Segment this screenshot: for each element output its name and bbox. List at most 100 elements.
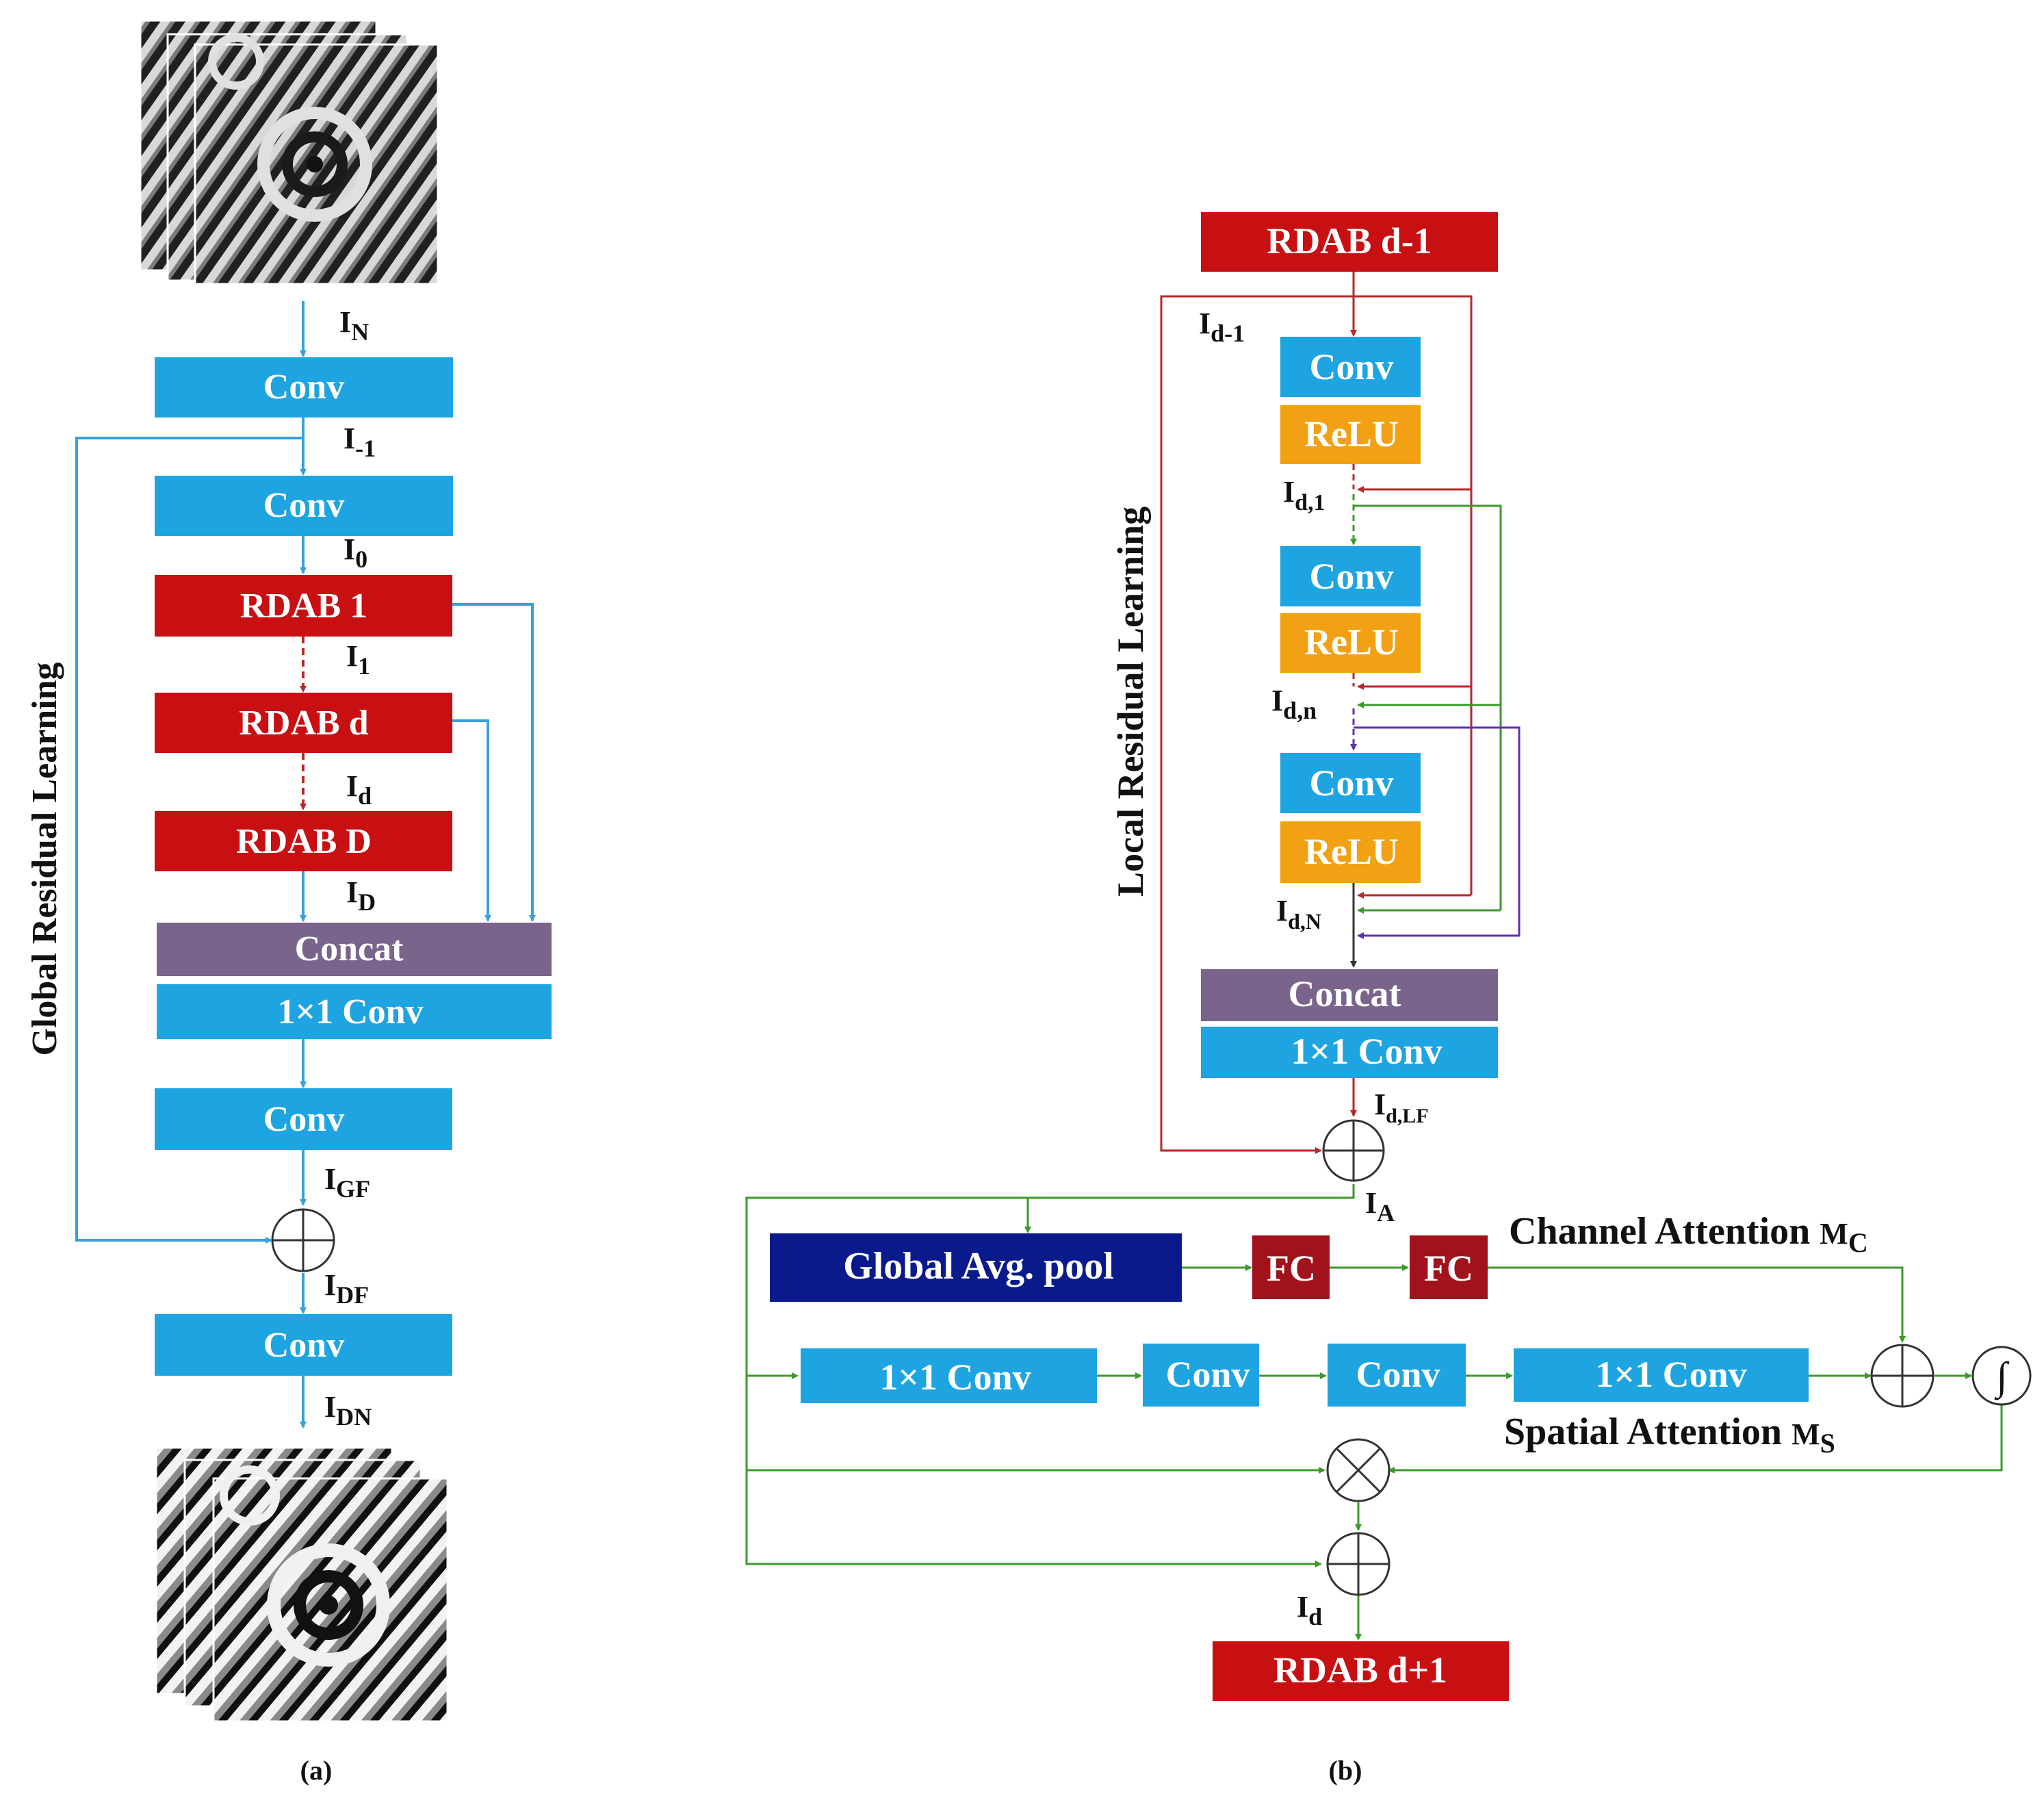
conv3-label: Conv bbox=[263, 1100, 344, 1139]
local-residual-learning-label: Local Residual Learning bbox=[1110, 506, 1151, 897]
relu-b-label: ReLU bbox=[1304, 621, 1399, 663]
panel-b-purple-connectors bbox=[1350, 708, 1521, 939]
attention-add-icon bbox=[1870, 1344, 1935, 1408]
signal-ia: IA bbox=[1365, 1186, 1395, 1227]
signal-id: Id bbox=[346, 769, 372, 810]
input-fringe-center-dot bbox=[307, 156, 323, 172]
multiply-icon bbox=[1326, 1438, 1390, 1502]
output-fringe-center-ring-inner bbox=[294, 1570, 363, 1640]
global-sum-icon bbox=[271, 1208, 335, 1272]
arrow-rdab1-to-concat bbox=[452, 603, 536, 922]
signal-dN: Id,N bbox=[1276, 894, 1321, 934]
local-concat-label: Concat bbox=[1289, 973, 1401, 1014]
arrow-global-skip bbox=[75, 437, 303, 1244]
conv1-label: Conv bbox=[263, 368, 344, 407]
rdab1-block: RDAB 1 bbox=[155, 575, 452, 637]
conv-a-block: Conv bbox=[1280, 337, 1421, 397]
signal-i1: I1 bbox=[346, 639, 370, 680]
conv1-block: Conv bbox=[155, 357, 453, 418]
relu-b-block: ReLU bbox=[1280, 613, 1421, 673]
input-fringe-image-stack bbox=[139, 19, 439, 285]
conv2-label: Conv bbox=[263, 486, 344, 525]
panel-b-caption: (b) bbox=[1329, 1755, 1362, 1786]
signal-gf: IGF bbox=[324, 1162, 370, 1203]
global-avg-pool-label: Global Avg. pool bbox=[843, 1245, 1114, 1287]
output-fringe-top-ring bbox=[220, 1465, 280, 1526]
panel-a: Conv Conv RDAB 1 RDAB d RDAB D Concat 1×… bbox=[25, 19, 552, 1786]
signal-df: IDF bbox=[324, 1268, 369, 1309]
ia-to-attention bbox=[745, 1184, 1355, 1567]
local-conv1x1-label: 1×1 Conv bbox=[1291, 1031, 1442, 1072]
signal-dn: IDN bbox=[324, 1390, 372, 1431]
output-fringe-image-stack bbox=[155, 1446, 449, 1723]
rdabd-block: RDAB d bbox=[155, 693, 452, 753]
conv-c-label: Conv bbox=[1309, 762, 1393, 804]
fc1-label: FC bbox=[1267, 1248, 1316, 1289]
conv1x1-block: 1×1 Conv bbox=[157, 984, 552, 1039]
panel-a-connectors bbox=[75, 301, 536, 1428]
rdab-next-block: RDAB d+1 bbox=[1213, 1641, 1509, 1701]
conv4-block: Conv bbox=[155, 1314, 452, 1376]
sa-conv-a-label: Conv bbox=[1165, 1354, 1250, 1395]
rdabD-label: RDAB D bbox=[236, 822, 372, 861]
panel-b: RDAB d-1 Conv ReLU Conv ReLU Conv ReLU bbox=[745, 212, 2032, 1786]
signal-i0: I0 bbox=[344, 533, 367, 573]
rdabD-block: RDAB D bbox=[155, 811, 452, 871]
relu-a-label: ReLU bbox=[1304, 413, 1399, 454]
relu-a-block: ReLU bbox=[1280, 405, 1421, 464]
sa-conv1x1-a-label: 1×1 Conv bbox=[879, 1357, 1031, 1398]
panel-b-green-connectors bbox=[745, 494, 2003, 1641]
conv4-label: Conv bbox=[263, 1326, 344, 1365]
final-sum-icon bbox=[1326, 1532, 1390, 1596]
signal-lf: Id,LF bbox=[1374, 1088, 1429, 1127]
signal-dn: Id,n bbox=[1271, 684, 1317, 724]
sigmoid-icon: ∫ bbox=[1971, 1346, 2032, 1406]
signal-dm1: Id-1 bbox=[1199, 307, 1245, 347]
fc2-block: FC bbox=[1410, 1235, 1488, 1299]
sigmoid-to-multiply bbox=[1388, 1403, 2003, 1474]
sa-conv1x1-a-block: 1×1 Conv bbox=[801, 1348, 1097, 1403]
local-concat-block: Concat bbox=[1201, 969, 1498, 1021]
fc2-to-add bbox=[1488, 1266, 1906, 1343]
local-conv1x1-block: 1×1 Conv bbox=[1201, 1027, 1498, 1078]
panel-a-caption: (a) bbox=[300, 1755, 333, 1786]
conv-b-label: Conv bbox=[1309, 556, 1393, 597]
sa-conv1x1-b-label: 1×1 Conv bbox=[1595, 1354, 1746, 1395]
concat-block: Concat bbox=[157, 923, 552, 976]
sigmoid-symbol: ∫ bbox=[1994, 1354, 2010, 1400]
conv-c-block: Conv bbox=[1280, 753, 1421, 813]
conv-b-block: Conv bbox=[1280, 546, 1421, 606]
sa-conv-b-block: Conv bbox=[1328, 1344, 1466, 1407]
input-fringe-top-ring bbox=[208, 34, 264, 90]
dense-purple-frame bbox=[1354, 726, 1521, 939]
local-sum-icon bbox=[1322, 1119, 1385, 1182]
arrow-rdabd-to-concat bbox=[452, 719, 491, 922]
conv1x1-label: 1×1 Conv bbox=[277, 992, 423, 1031]
rdab1-label: RDAB 1 bbox=[240, 587, 367, 626]
concat-label: Concat bbox=[295, 929, 404, 968]
sa-conv-a-block: Conv bbox=[1143, 1344, 1259, 1407]
rdab-prev-block: RDAB d-1 bbox=[1201, 212, 1498, 272]
signal-d1: Id,1 bbox=[1283, 475, 1325, 515]
output-fringe-center-dot bbox=[319, 1595, 338, 1615]
rdabd-label: RDAB d bbox=[239, 704, 368, 743]
signal-m1: I-1 bbox=[344, 422, 376, 462]
rdab-prev-label: RDAB d-1 bbox=[1267, 220, 1432, 261]
relu-c-label: ReLU bbox=[1304, 831, 1399, 872]
signal-id-b: Id bbox=[1297, 1590, 1322, 1630]
fc1-block: FC bbox=[1252, 1235, 1330, 1299]
fc2-label: FC bbox=[1424, 1248, 1473, 1289]
output-fringe-center-ring bbox=[267, 1543, 390, 1667]
dense-green-frame bbox=[1354, 504, 1502, 910]
local-skip-red bbox=[1160, 295, 1354, 1154]
signal-in: IN bbox=[339, 305, 369, 346]
signal-iD: ID bbox=[346, 875, 376, 916]
conv-a-label: Conv bbox=[1309, 346, 1393, 387]
global-residual-learning-label: Global Residual Learning bbox=[25, 663, 64, 1056]
input-fringe-center-ring bbox=[257, 107, 372, 222]
panel-b-red-connectors bbox=[1160, 272, 1473, 1154]
relu-c-block: ReLU bbox=[1280, 821, 1421, 883]
rdab-next-label: RDAB d+1 bbox=[1273, 1650, 1447, 1691]
conv3-block: Conv bbox=[155, 1088, 452, 1150]
